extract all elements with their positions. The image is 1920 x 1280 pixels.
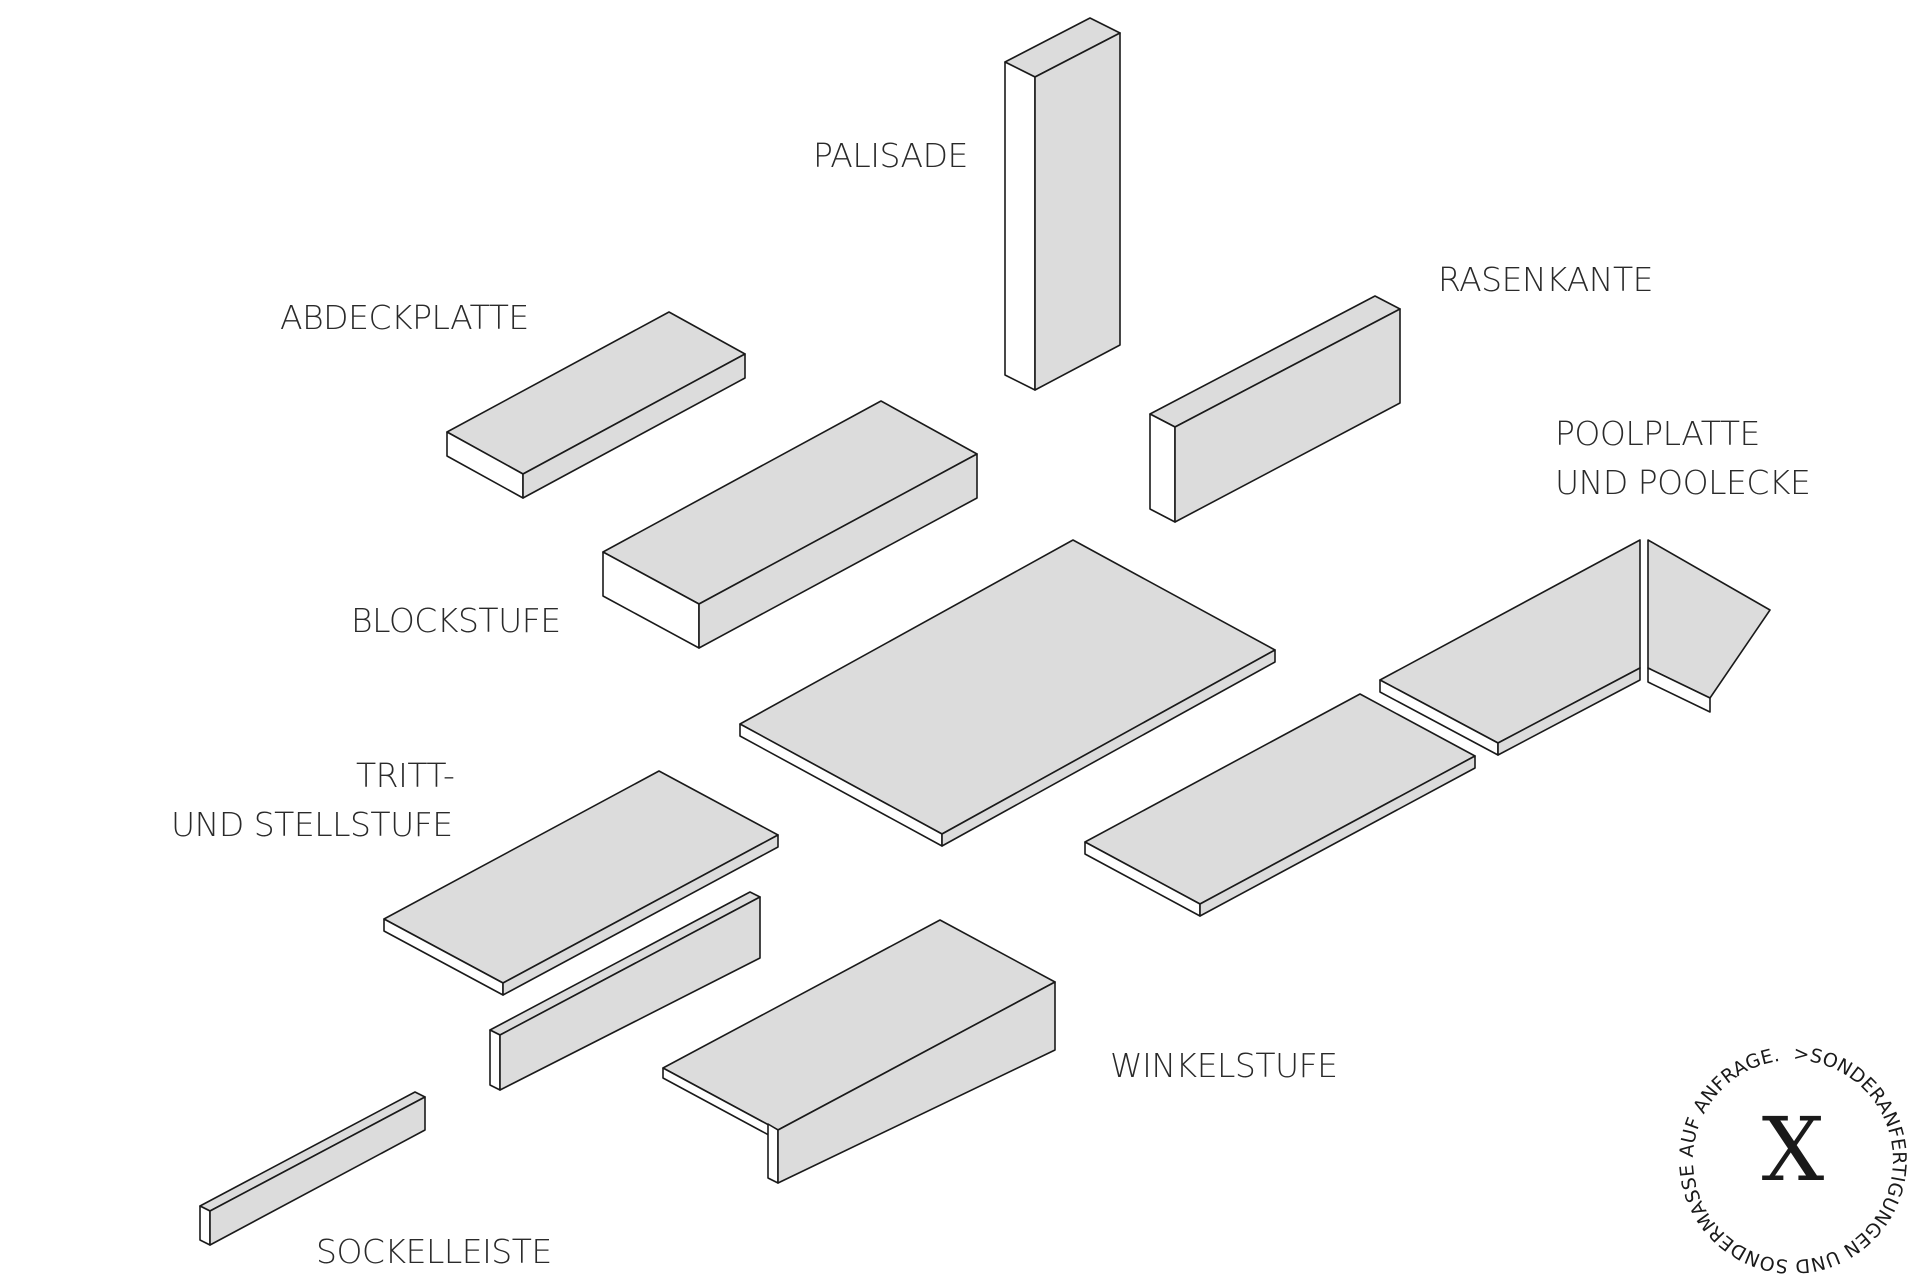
poolecke-block: [1647, 539, 1771, 713]
label-poolecke: UND POOLECKE: [1555, 463, 1810, 502]
label-tritt: TRITT-: [356, 756, 454, 795]
label-poolplatte: POOLPLATTE: [1555, 414, 1760, 453]
label-winkelstufe: WINKELSTUFE: [1110, 1046, 1338, 1085]
stellstufe-block: [489, 891, 761, 1091]
badge-center-x: X: [1762, 1098, 1825, 1201]
label-blockstufe: BLOCKSTUFE: [351, 601, 561, 640]
label-rasenkante: RASENKANTE: [1438, 260, 1653, 299]
label-stellstufe: UND STELLSTUFE: [171, 805, 453, 844]
blockstufe-block: [602, 400, 978, 649]
label-sockelleiste: SOCKELLEISTE: [316, 1232, 552, 1271]
trittstufe-block: [383, 770, 779, 996]
winkelstufe-block: [662, 919, 1056, 1184]
sockelleiste-block: [199, 1091, 426, 1246]
label-palisade: PALISADE: [813, 136, 968, 175]
rasenkante-block: [1149, 295, 1401, 523]
abdeckplatte-block: [446, 311, 746, 499]
large-slab: [739, 539, 1276, 847]
custom-order-badge: >SONDERANFERTIGUNGEN UND SONDERMASSE AUF…: [1676, 1043, 1910, 1277]
pool-slab: [1084, 693, 1476, 917]
palisade-block: [1004, 17, 1121, 391]
label-abdeckplatte: ABDECKPLATTE: [280, 298, 529, 337]
poolplatte-block: [1379, 539, 1641, 756]
